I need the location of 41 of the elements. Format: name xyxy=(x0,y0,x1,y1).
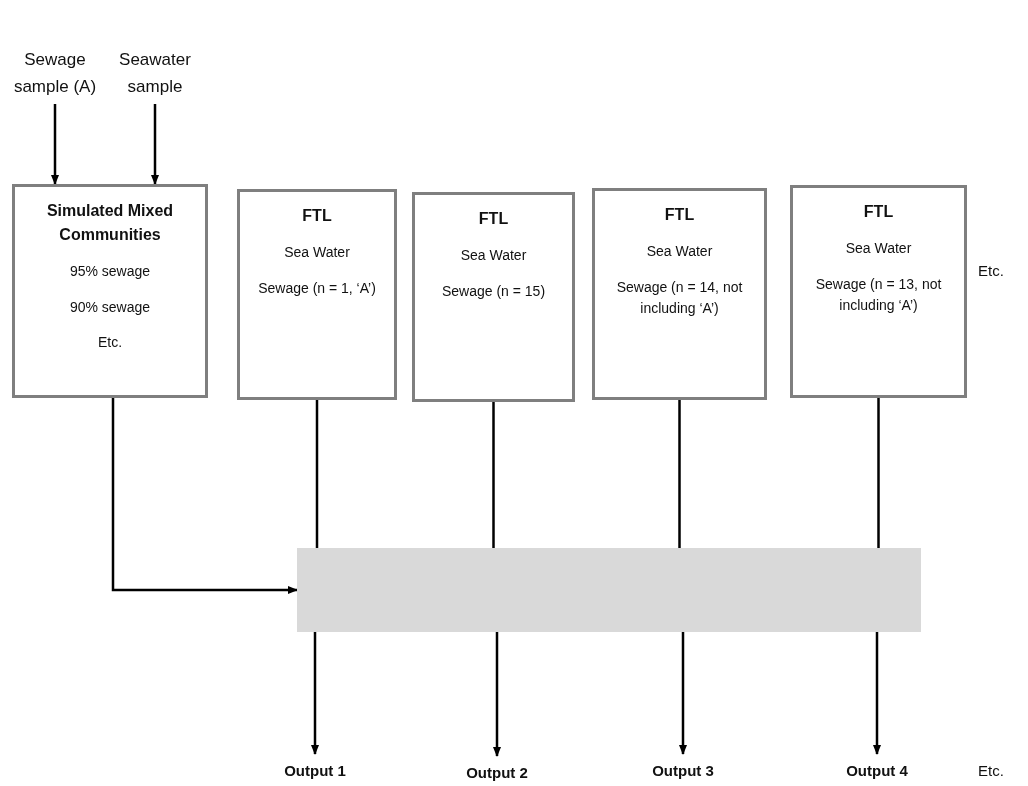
output-label: Output 3 xyxy=(652,762,714,779)
connector-line xyxy=(877,398,880,548)
note-label: Etc. xyxy=(978,262,1004,279)
box-text: Sea Water xyxy=(845,239,912,258)
box-title: Simulated Mixed Communities xyxy=(45,201,175,245)
arrow xyxy=(679,632,687,755)
connector-line xyxy=(678,400,681,548)
output-label: Output 1 xyxy=(284,762,346,779)
box-text: Sewage (n = 15) xyxy=(441,281,546,301)
process-box xyxy=(790,185,967,398)
box-text: Sewage (n = 14, not including ‘A’) xyxy=(615,277,744,319)
input-label: Seawater sample xyxy=(118,48,192,98)
connector-line xyxy=(492,402,495,548)
process-box xyxy=(592,188,767,400)
process-bar xyxy=(297,548,921,632)
box-text: Sea Water xyxy=(460,246,527,265)
process-box xyxy=(412,192,575,402)
input-label: Sewage sample (A) xyxy=(12,48,98,98)
output-label: Output 4 xyxy=(846,762,908,779)
box-text: 95% sewage xyxy=(69,262,151,281)
box-text: Sea Water xyxy=(646,242,713,261)
box-text: Etc. xyxy=(97,333,123,353)
connector-line xyxy=(315,400,319,548)
output-label: Output 2 xyxy=(466,764,528,781)
box-text: Sea Water xyxy=(284,243,350,262)
arrow xyxy=(51,104,59,185)
arrow xyxy=(311,632,319,755)
arrow xyxy=(111,398,298,594)
box-title: FTL xyxy=(664,205,695,225)
arrow xyxy=(873,632,881,755)
arrow xyxy=(151,104,159,185)
box-text: Sewage (n = 1, ‘A’) xyxy=(258,278,376,298)
process-box xyxy=(12,184,208,398)
note-label: Etc. xyxy=(978,762,1004,779)
box-title: FTL xyxy=(863,202,894,222)
process-box xyxy=(237,189,397,400)
box-text: Sewage (n = 13, not including ‘A’) xyxy=(814,274,943,316)
box-title: FTL xyxy=(302,206,332,226)
arrow xyxy=(493,632,501,757)
box-text: 90% sewage xyxy=(69,297,151,317)
box-title: FTL xyxy=(478,209,509,229)
